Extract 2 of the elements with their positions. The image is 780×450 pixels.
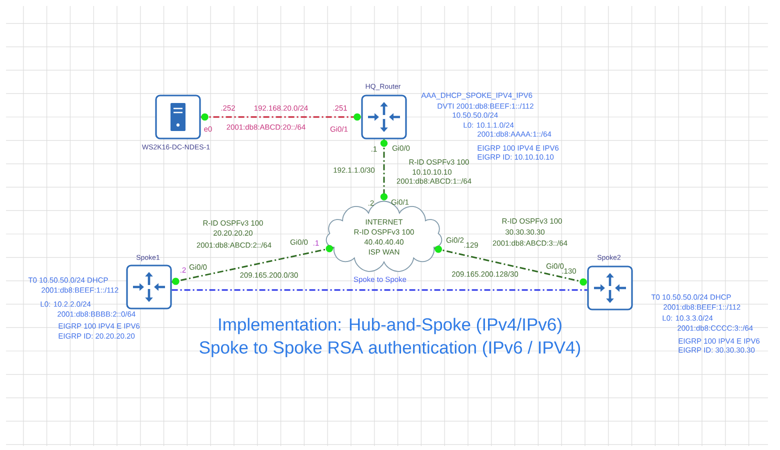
subtitle: Spoke to Spoke RSA authentication (IPv6 / IPV4) xyxy=(200,340,580,358)
title: Implementation: Hub-and-Spoke (IPv4/IPv6) xyxy=(219,318,562,334)
